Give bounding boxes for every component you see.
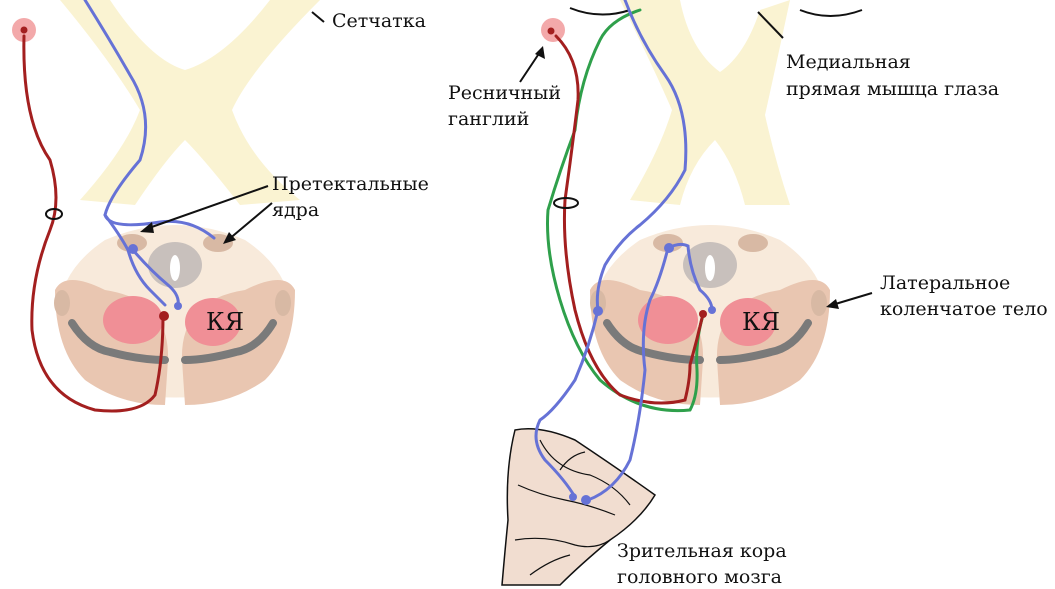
- medial-rectus-label-line2: прямая мышца глаза: [786, 78, 999, 100]
- right-nucleus-label: КЯ: [742, 308, 780, 336]
- left-retina-cell-dot: [21, 27, 28, 34]
- pretectal-label-line1: Претектальные: [272, 173, 429, 195]
- cortex-label-line2: головного мозга: [617, 566, 782, 588]
- right-eye-fragment-r: [800, 10, 862, 16]
- ciliary-ganglion-dot: [548, 28, 555, 35]
- right-aqueduct-lumen: [705, 255, 715, 281]
- right-blue-terminal-cortex-1: [569, 493, 577, 501]
- right-pretectal-nucleus-r: [738, 234, 768, 252]
- ciliary-arrow: [520, 52, 540, 82]
- medial-rectus-label-line1: Медиальная: [786, 51, 911, 73]
- right-red-nucleus-l: [638, 296, 698, 344]
- left-blue-terminal-ew: [174, 302, 182, 310]
- left-lgn-r: [275, 290, 291, 316]
- lgn-arrow: [832, 293, 872, 305]
- left-blue-terminal-pretectal: [128, 244, 138, 254]
- right-red-terminal: [699, 310, 707, 318]
- left-midbrain: [54, 225, 295, 405]
- right-blue-terminal-pretectal: [664, 243, 674, 253]
- retina-label: Сетчатка: [332, 10, 426, 32]
- pretectal-arrow-2: [228, 203, 272, 240]
- lgn-label-line1: Латеральное: [880, 272, 1010, 294]
- right-midbrain: [590, 225, 830, 405]
- retina-pointer: [312, 12, 324, 22]
- left-red-nucleus-l: [103, 296, 163, 344]
- left-aqueduct-lumen: [170, 255, 180, 281]
- left-lgn-l: [54, 290, 70, 316]
- left-nucleus-label: КЯ: [206, 308, 244, 336]
- right-blue-terminal-ew: [708, 306, 716, 314]
- pretectal-label-line2: ядра: [272, 199, 319, 221]
- ciliary-label-line1: Ресничный: [448, 82, 561, 104]
- right-panel: Ресничный ганглий Медиальная прямая мышц…: [448, 0, 1048, 588]
- right-eye-fragment-l: [570, 8, 630, 15]
- right-lgn-r: [811, 290, 827, 316]
- right-blue-terminal-lgn: [593, 306, 603, 316]
- left-panel: Сетчатка Претектальные ядра КЯ: [12, 0, 429, 411]
- lgn-label-line2: коленчатое тело: [880, 298, 1048, 320]
- ciliary-label-line2: ганглий: [448, 108, 529, 130]
- cortex-label-line1: Зрительная кора: [617, 540, 787, 562]
- right-blue-terminal-cortex-2: [581, 495, 591, 505]
- right-bone-background: [620, 0, 790, 205]
- left-red-terminal: [159, 311, 169, 321]
